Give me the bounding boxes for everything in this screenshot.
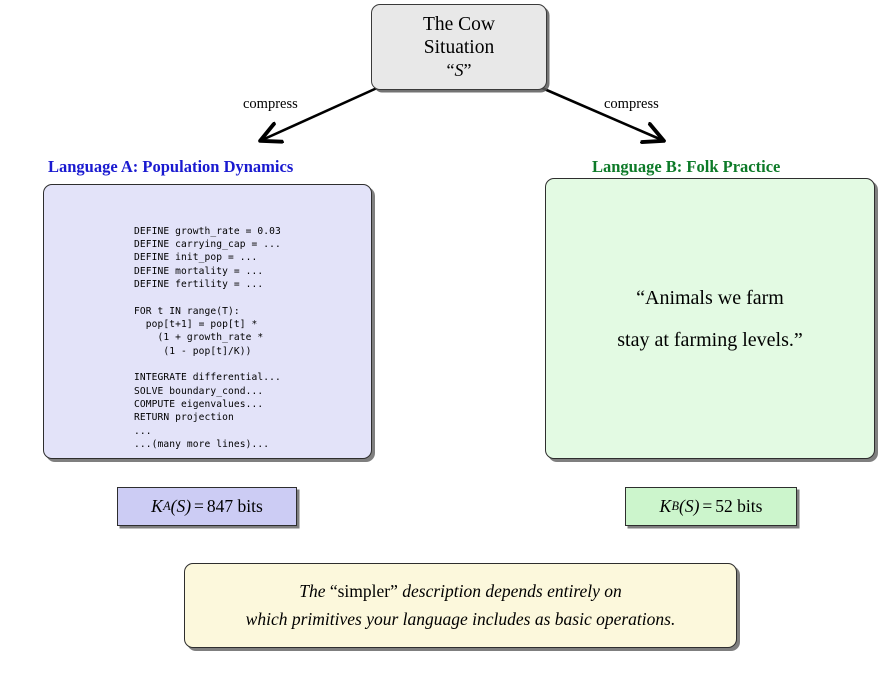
- symbol-s: S: [454, 59, 464, 80]
- panel-language-a: DEFINE growth_rate = 0.03 DEFINE carryin…: [43, 184, 372, 459]
- conclusion-line-2: which primitives your language includes …: [245, 608, 676, 629]
- heading-language-b: Language B: Folk Practice: [592, 157, 781, 176]
- folk-quote-line-2: stay at farming levels.”: [617, 328, 803, 351]
- badge-a-value: 847: [206, 496, 234, 516]
- conclusion-note: The “simpler” description depends entire…: [184, 563, 737, 648]
- badge-a-equals: =: [194, 496, 204, 516]
- badge-b-subscript: B: [671, 499, 679, 513]
- code-listing-population-dynamics: DEFINE growth_rate = 0.03 DEFINE carryin…: [134, 225, 281, 451]
- badge-a-argument: (S): [170, 496, 192, 516]
- arrow-label-compress-right: compress: [604, 96, 659, 112]
- folk-quote-line-1: “Animals we farm: [636, 286, 784, 309]
- panel-language-b: “Animals we farm stay at farming levels.…: [545, 178, 875, 459]
- quote-open: “: [446, 59, 455, 80]
- arrow-label-compress-left: compress: [243, 96, 298, 112]
- badge-a-unit: bits: [237, 496, 263, 516]
- badge-b-value: 52: [715, 496, 733, 516]
- source-situation-box: The Cow Situation “S”: [371, 4, 547, 90]
- badge-b-argument: (S): [679, 496, 700, 516]
- conclusion-line-1: The “simpler” description depends entire…: [299, 578, 622, 605]
- source-line-1: The Cow: [422, 13, 496, 35]
- conclusion-line-1-post: description depends entirely on: [397, 581, 622, 602]
- quote-close: ”: [463, 59, 472, 80]
- folk-practice-quote: “Animals we farm stay at farming levels.…: [617, 277, 803, 361]
- conclusion-line-1-pre: The: [299, 581, 330, 602]
- badge-a-subscript: A: [163, 499, 171, 513]
- source-line-2: Situation: [423, 36, 495, 58]
- badge-b-equals: =: [702, 496, 713, 516]
- heading-language-a: Language A: Population Dynamics: [48, 157, 294, 176]
- conclusion-quoted-word: “simpler”: [329, 581, 398, 602]
- badge-b-unit: bits: [737, 496, 763, 516]
- badge-b-symbol: K: [659, 496, 672, 516]
- badge-a-symbol: K: [151, 496, 163, 516]
- source-symbol: “S”: [447, 60, 472, 81]
